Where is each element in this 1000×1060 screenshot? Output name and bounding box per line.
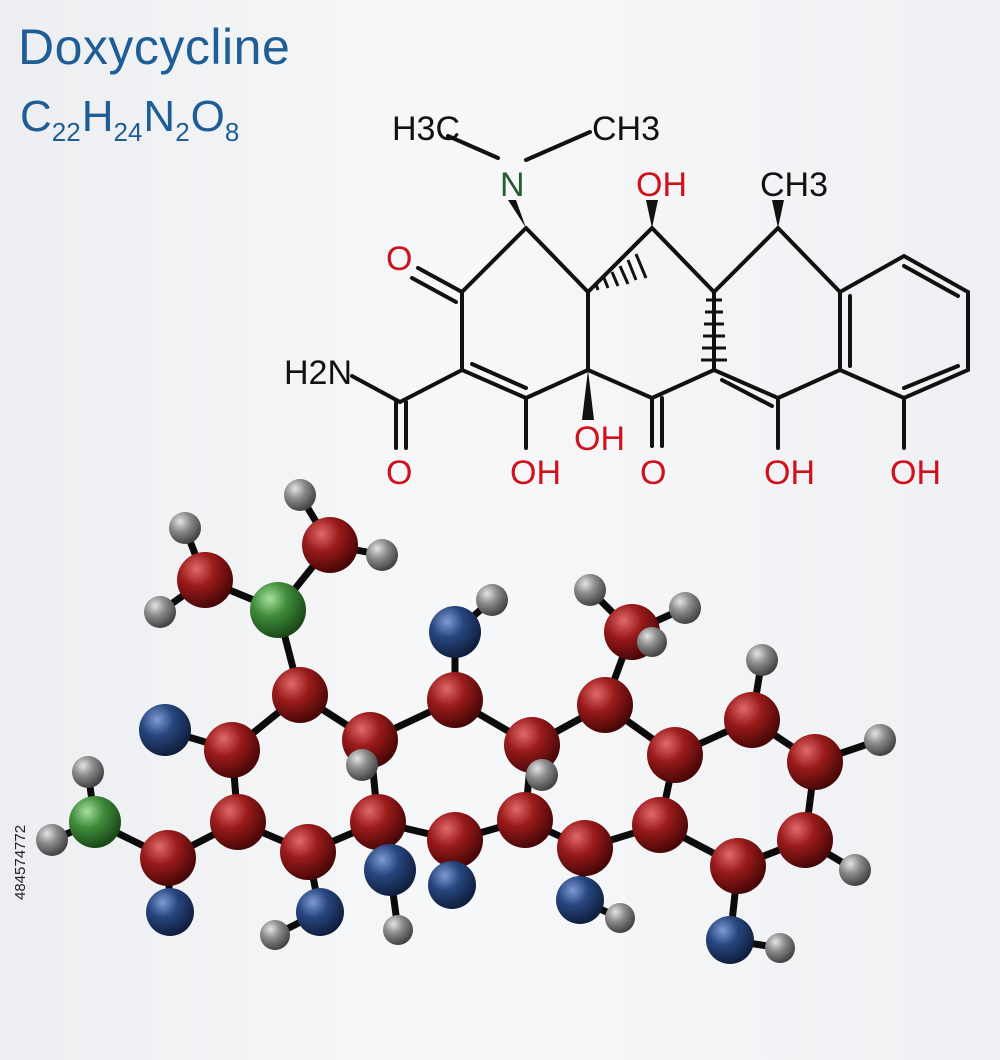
skeletal-structure: H3C CH3 N OH CH3 O H2N O OH OH O OH OH xyxy=(284,110,970,492)
formula-element-o: O xyxy=(190,92,225,141)
label-oh-1: OH xyxy=(510,454,561,492)
double-bond-c xyxy=(720,378,774,408)
label-o-mid: O xyxy=(640,454,666,492)
double-bond-a xyxy=(470,362,528,390)
bond-amide xyxy=(398,368,464,404)
wedge-oh2 xyxy=(582,370,594,420)
formula-count-c: 22 xyxy=(51,117,81,147)
stock-id-text: 484574772 xyxy=(12,824,29,900)
molecular-formula: C22H24N2O8 xyxy=(20,92,240,148)
label-h3c: H3C xyxy=(392,110,460,148)
formula-element-n: N xyxy=(143,92,176,141)
label-n: N xyxy=(500,166,525,204)
wedge-oh-top xyxy=(646,200,658,228)
bond-ketone xyxy=(416,266,464,294)
label-h2n: H2N xyxy=(284,354,352,392)
label-o-amide: O xyxy=(386,454,412,492)
formula-element-h: H xyxy=(81,92,114,141)
ring-b xyxy=(586,225,716,401)
stock-id-container: 484574772 xyxy=(12,825,32,1060)
label-oh-top: OH xyxy=(636,166,687,204)
label-oh-4: OH xyxy=(890,454,941,492)
bond-amide-n xyxy=(350,374,402,404)
formula-count-h: 24 xyxy=(113,117,143,147)
ring-c xyxy=(712,225,842,401)
bond-nme-right xyxy=(524,130,592,162)
double-bond-d3 xyxy=(902,364,960,390)
label-o-ketone: O xyxy=(386,240,412,278)
double-bond-d2 xyxy=(902,264,960,298)
formula-count-o: 8 xyxy=(224,117,240,147)
ring-d xyxy=(838,253,970,401)
label-ch3-top: CH3 xyxy=(592,110,660,148)
ball-and-stick-model xyxy=(36,479,896,964)
wedge-ch3 xyxy=(772,200,784,228)
bond-nme-left xyxy=(446,134,500,160)
formula-count-n: 2 xyxy=(175,117,190,147)
wedge-n xyxy=(508,200,526,228)
formula-element-c: C xyxy=(20,92,52,141)
hash-bonds xyxy=(594,253,727,362)
label-oh-3: OH xyxy=(764,454,815,492)
molecule-title: Doxycycline xyxy=(18,19,291,75)
label-ch3-right: CH3 xyxy=(760,166,828,204)
model-atoms xyxy=(36,479,896,964)
bond-ketone-2 xyxy=(410,276,458,304)
label-oh-2: OH xyxy=(574,420,625,458)
